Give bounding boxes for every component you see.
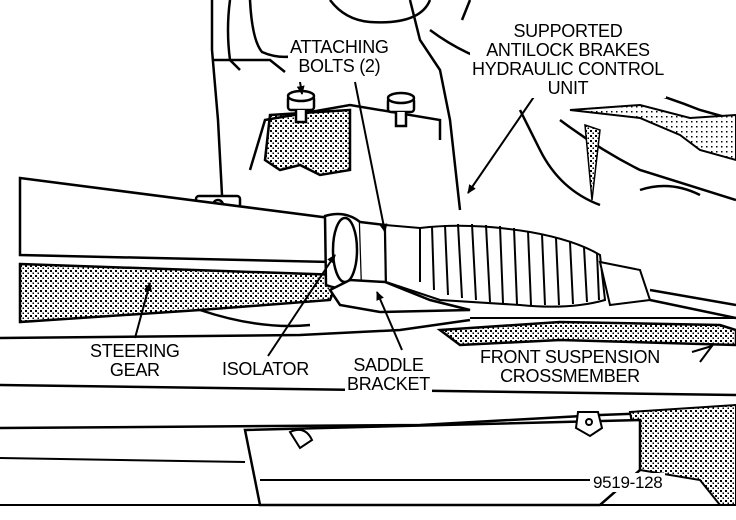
attaching-bolts-label: ATTACHING BOLTS (2) bbox=[288, 38, 391, 76]
steering-gear-line-1: STEERING bbox=[90, 341, 180, 361]
supported-unit-line-4: UNIT bbox=[547, 78, 589, 98]
crossmember-nut bbox=[574, 411, 604, 438]
supported-unit-line-3: HYDRAULIC CONTROL bbox=[472, 59, 664, 79]
attaching-bolts-line-2: BOLTS (2) bbox=[298, 56, 381, 76]
tie-rod-end bbox=[598, 260, 652, 307]
steering-gear-label: STEERING GEAR bbox=[88, 342, 182, 380]
attaching-bolt-right bbox=[386, 91, 416, 128]
mounting-bracket bbox=[263, 108, 352, 177]
lower-frame-line bbox=[0, 457, 736, 506]
crossmember-line-2: CROSSMEMBER bbox=[500, 366, 640, 386]
steering-gear-tube-hatch bbox=[18, 262, 342, 324]
crossmember-bolt-hole bbox=[288, 428, 314, 450]
saddle-bracket bbox=[328, 278, 471, 314]
front-suspension-crossmember-label: FRONT SUSPENSION CROSSMEMBER bbox=[478, 348, 662, 386]
tie-rod bbox=[649, 288, 736, 320]
leader-lines bbox=[134, 81, 715, 363]
supported-unit-label: SUPPORTED ANTILOCK BRAKES HYDRAULIC CONT… bbox=[470, 22, 666, 98]
steering-gear-tube bbox=[18, 176, 332, 264]
figure-number: 9519-128 bbox=[590, 473, 666, 492]
steering-gear-boot bbox=[383, 223, 607, 308]
body-structure bbox=[210, 0, 736, 211]
supported-unit-line-1: SUPPORTED bbox=[513, 21, 623, 41]
crossmember-line-1: FRONT SUSPENSION bbox=[480, 347, 660, 367]
mounting-bracket-edge bbox=[248, 103, 442, 171]
hydraulic-unit-fin bbox=[584, 123, 601, 201]
isolator bbox=[323, 212, 388, 290]
attaching-bolts-line-1: ATTACHING bbox=[290, 37, 389, 57]
steering-gear-line-2: GEAR bbox=[109, 360, 160, 380]
saddle-bracket-label: SADDLE BRACKET bbox=[345, 356, 432, 394]
saddle-bracket-line-2: BRACKET bbox=[347, 374, 430, 394]
hydraulic-unit-body bbox=[569, 103, 736, 162]
attaching-bolt-left bbox=[286, 89, 316, 124]
isolator-label: ISOLATOR bbox=[220, 360, 311, 379]
saddle-bracket-line-1: SADDLE bbox=[353, 355, 424, 375]
supported-unit-line-2: ANTILOCK BRAKES bbox=[486, 40, 650, 60]
isolator-line-1: ISOLATOR bbox=[222, 359, 309, 379]
